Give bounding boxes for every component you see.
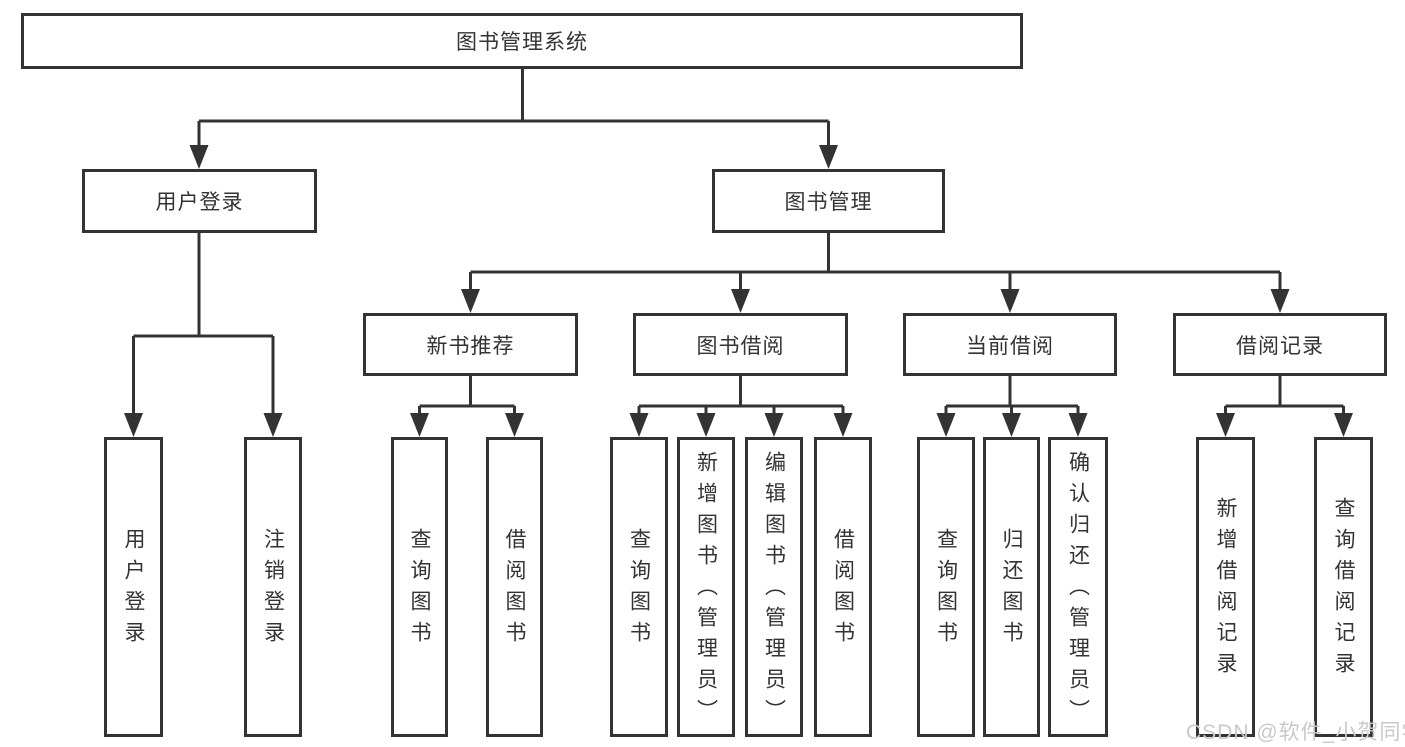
leaf-borrow-books-borrowing: 借阅图书	[814, 437, 872, 737]
leaf-return-books: 归还图书	[983, 437, 1040, 737]
leaf-borrow-books-recommend: 借阅图书	[486, 437, 543, 737]
leaf-query-borrow-record: 查询借阅记录	[1314, 437, 1373, 737]
leaf-user-login: 用户登录	[104, 437, 163, 737]
node-book-management: 图书管理	[712, 169, 945, 233]
watermark: CSDN @软件_小贺同学	[1186, 721, 1405, 744]
leaf-add-book-admin: 新增图书（管理员）	[677, 437, 735, 737]
leaf-query-books-current: 查询图书	[917, 437, 975, 737]
node-book-borrowing: 图书借阅	[633, 313, 848, 376]
node-current-borrowing: 当前借阅	[903, 313, 1117, 376]
leaf-query-books-recommend: 查询图书	[391, 437, 448, 737]
node-user-login: 用户登录	[82, 169, 317, 233]
node-borrowing-records: 借阅记录	[1173, 313, 1387, 376]
node-library-system: 图书管理系统	[21, 13, 1023, 69]
leaf-edit-book-admin: 编辑图书（管理员）	[745, 437, 803, 737]
leaf-query-books-borrowing: 查询图书	[610, 437, 668, 737]
leaf-add-borrow-record: 新增借阅记录	[1196, 437, 1255, 737]
leaf-logout: 注销登录	[244, 437, 302, 737]
leaf-confirm-return-admin: 确认归还（管理员）	[1048, 437, 1108, 737]
node-new-book-recommend: 新书推荐	[363, 313, 578, 376]
